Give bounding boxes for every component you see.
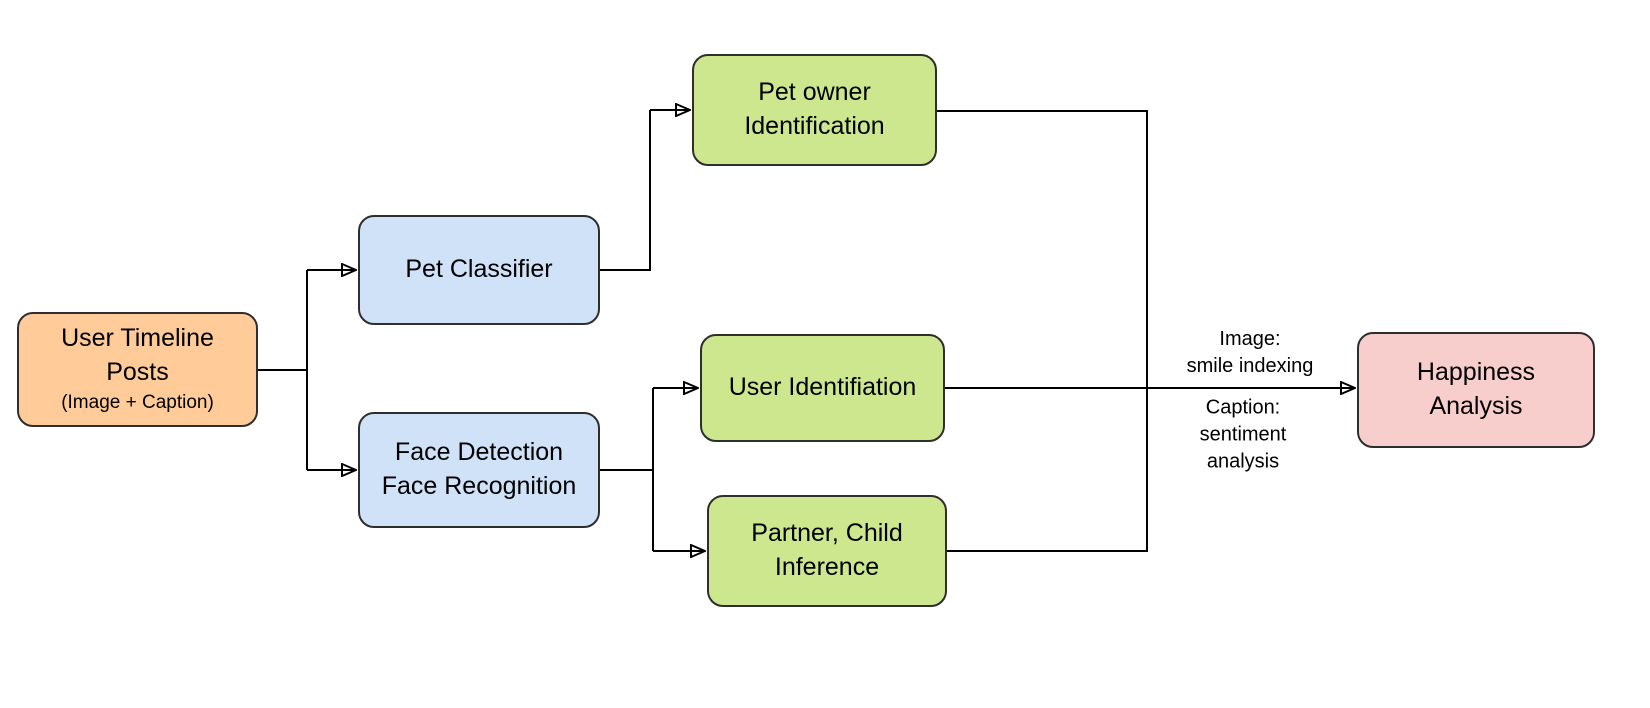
node-label: User Identifiation (728, 373, 917, 402)
edge-collector (937, 110, 1148, 552)
edge-label-caption-sentiment-analysis: Caption: sentiment analysis (1199, 394, 1287, 476)
node-label: Pet Classifier (405, 255, 553, 284)
edge-petclassifier-elbow (600, 110, 651, 271)
node-label: Face Detection Face Recognition (381, 438, 577, 500)
edge-label-image-smile-indexing: Image: smile indexing (1186, 326, 1314, 380)
node-face-detection-recognition: Face Detection Face Recognition (358, 412, 600, 528)
node-partner-child-inference: Partner, Child Inference (707, 495, 947, 607)
node-user-identification: User Identifiation (700, 334, 945, 442)
node-label: Pet owner Identification (744, 78, 885, 140)
node-sublabel: (Image + Caption) (61, 392, 214, 414)
node-label: User Timeline Posts (61, 323, 214, 386)
node-user-timeline-posts: User Timeline Posts (Image + Caption) (17, 312, 258, 427)
node-pet-classifier: Pet Classifier (358, 215, 600, 325)
node-label: Happiness Analysis (1416, 358, 1536, 420)
node-happiness-analysis: Happiness Analysis (1357, 332, 1595, 448)
node-pet-owner-identification: Pet owner Identification (692, 54, 937, 166)
node-label: Partner, Child Inference (751, 519, 903, 581)
